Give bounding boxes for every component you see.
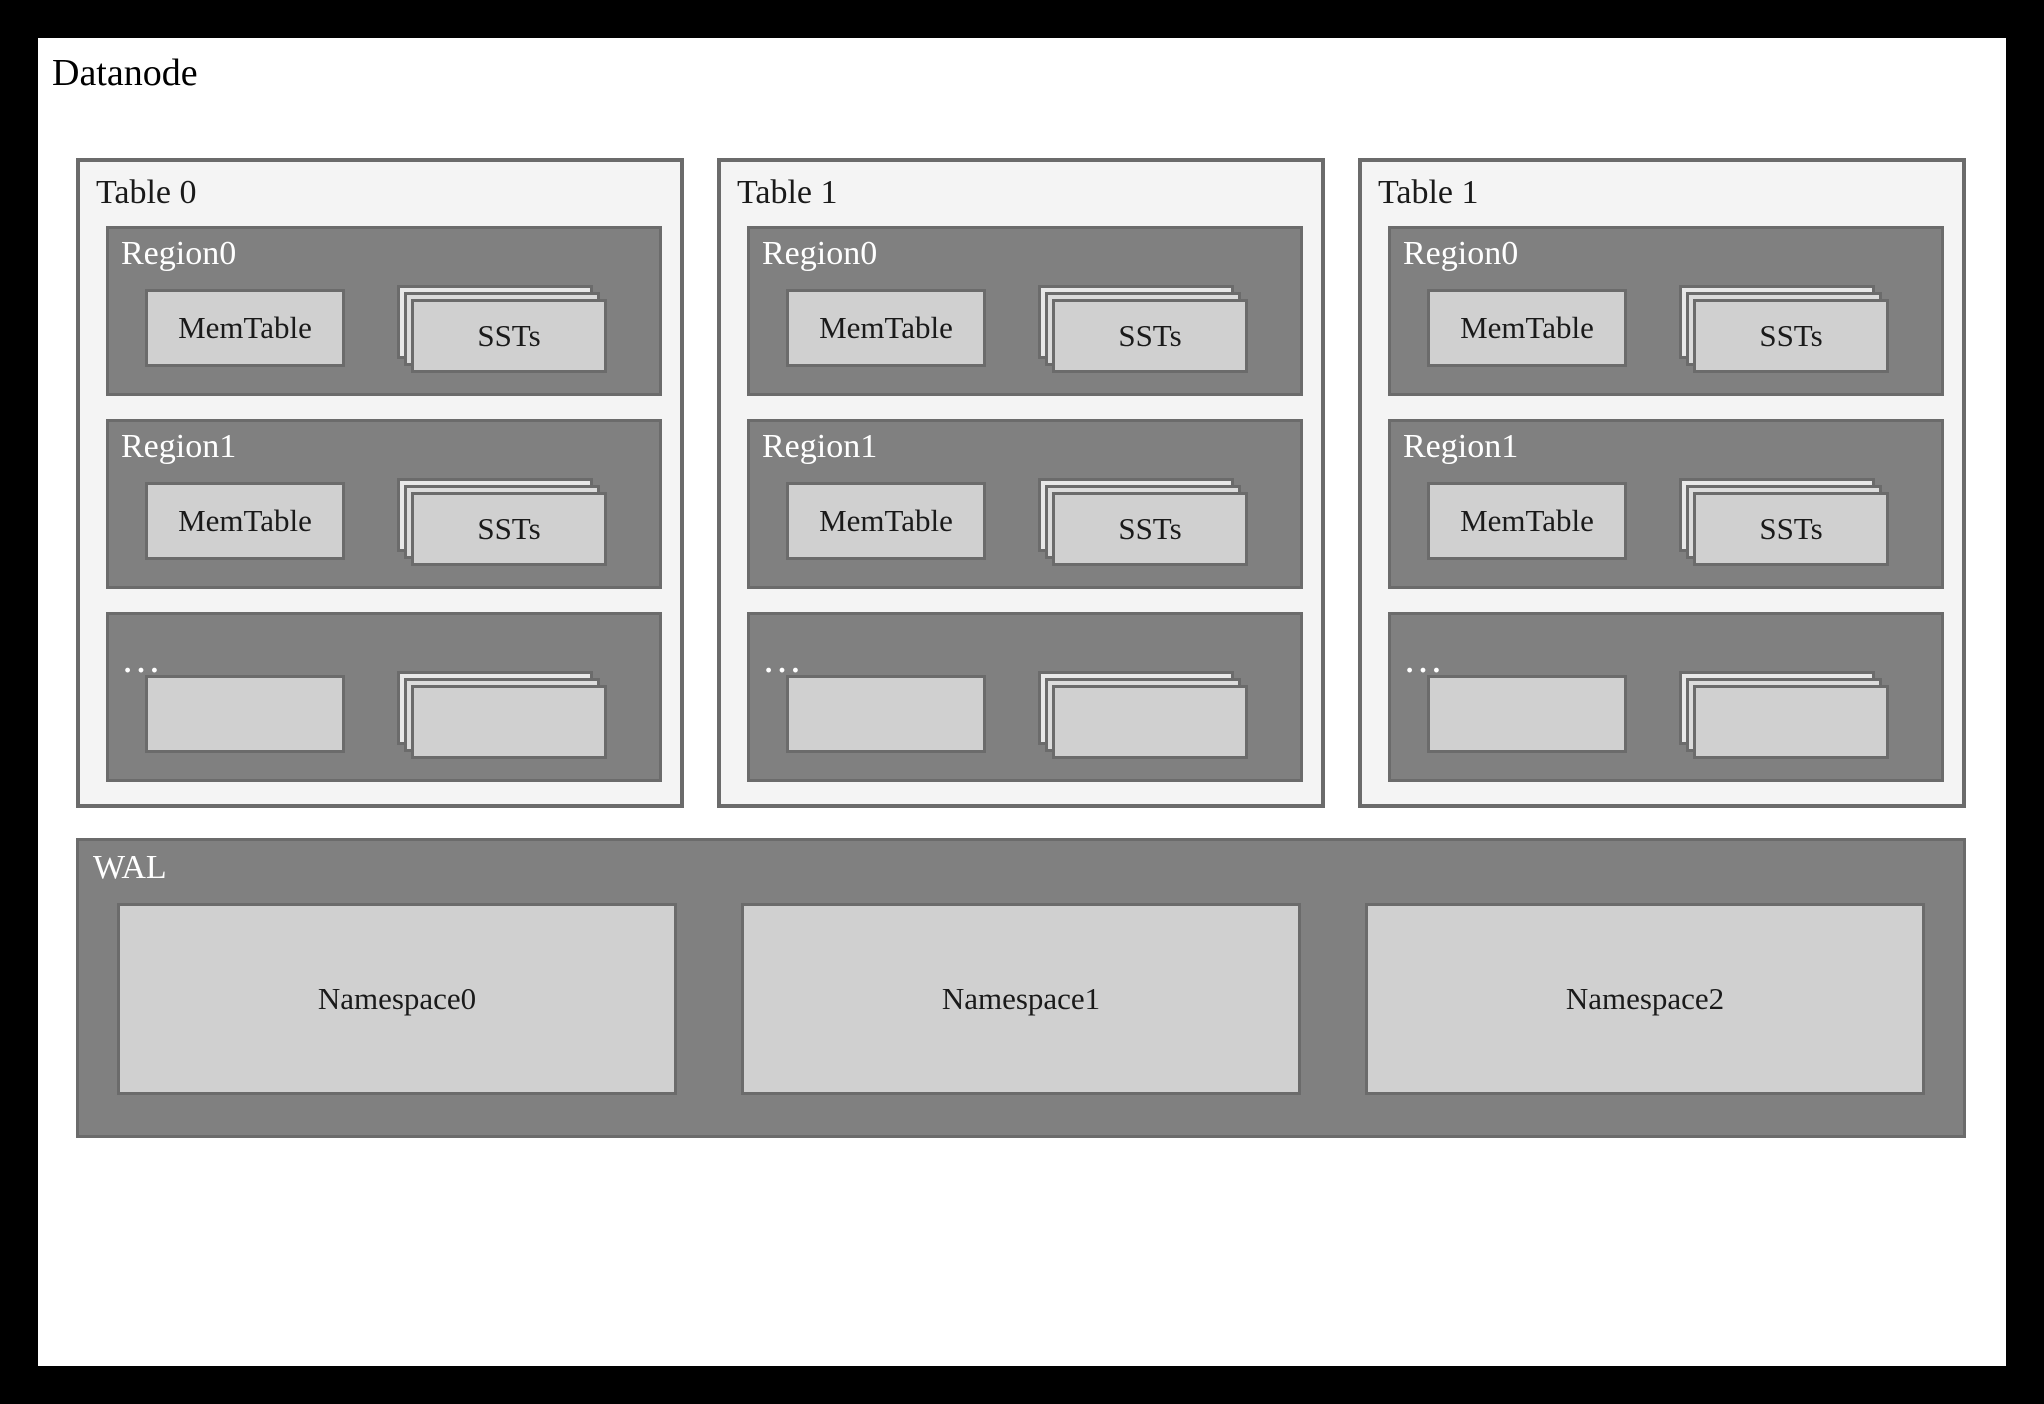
region-label: Region1 xyxy=(1403,428,1519,465)
namespace-box-0[interactable]: Namespace0 xyxy=(117,903,677,1095)
region-label: Region1 xyxy=(762,428,878,465)
region-body: MemTable SSTs xyxy=(750,285,1300,379)
memtable-box[interactable]: MemTable xyxy=(786,289,986,367)
regions-list: Region0 MemTable SSTs Region1 xyxy=(106,226,662,782)
region-body xyxy=(750,671,1300,765)
region-body: MemTable SSTs xyxy=(1391,285,1941,379)
table-label: Table 1 xyxy=(737,174,838,211)
region-body: MemTable SSTs xyxy=(750,478,1300,572)
region-label: Region0 xyxy=(762,235,878,272)
region-block[interactable]: Region0 MemTable SSTs xyxy=(106,226,662,396)
sst-sheet-front: SSTs xyxy=(1052,299,1248,373)
region-block[interactable]: Region1 MemTable SSTs xyxy=(1388,419,1944,589)
memtable-box[interactable]: MemTable xyxy=(145,289,345,367)
table-label: Table 1 xyxy=(1378,174,1479,211)
tables-row: Table 0 Region0 MemTable SSTs xyxy=(76,158,1966,808)
memtable-box[interactable]: MemTable xyxy=(786,482,986,560)
memtable-box[interactable]: MemTable xyxy=(1427,482,1627,560)
ssts-stack[interactable]: SSTs xyxy=(1679,478,1889,572)
region-block[interactable]: Region0 MemTable SSTs xyxy=(1388,226,1944,396)
ssts-stack[interactable] xyxy=(1679,671,1889,765)
table-panel-0[interactable]: Table 0 Region0 MemTable SSTs xyxy=(76,158,684,808)
region-label: Region0 xyxy=(1403,235,1519,272)
ssts-stack[interactable]: SSTs xyxy=(1679,285,1889,379)
ellipsis-icon: … xyxy=(121,636,163,681)
sst-sheet-front xyxy=(411,685,607,759)
region-body xyxy=(109,671,659,765)
memtable-box[interactable] xyxy=(786,675,986,753)
ssts-stack[interactable]: SSTs xyxy=(397,285,607,379)
page-title: Datanode xyxy=(52,52,198,94)
region-body: MemTable SSTs xyxy=(1391,478,1941,572)
region-label: Region1 xyxy=(121,428,237,465)
namespace-box-2[interactable]: Namespace2 xyxy=(1365,903,1925,1095)
datanode-container: Datanode Table 0 Region0 MemTable SSTs xyxy=(38,38,2006,1366)
table-label: Table 0 xyxy=(96,174,197,211)
sst-sheet-front xyxy=(1052,685,1248,759)
memtable-box[interactable] xyxy=(1427,675,1627,753)
region-body xyxy=(1391,671,1941,765)
regions-list: Region0 MemTable SSTs Region1 xyxy=(747,226,1303,782)
memtable-box[interactable] xyxy=(145,675,345,753)
sst-sheet-front: SSTs xyxy=(411,299,607,373)
table-panel-2[interactable]: Table 1 Region0 MemTable SSTs xyxy=(1358,158,1966,808)
memtable-box[interactable]: MemTable xyxy=(145,482,345,560)
table-panel-1[interactable]: Table 1 Region0 MemTable SSTs xyxy=(717,158,1325,808)
ssts-stack[interactable] xyxy=(397,671,607,765)
region-block[interactable]: Region1 MemTable SSTs xyxy=(747,419,1303,589)
sst-sheet-front: SSTs xyxy=(411,492,607,566)
memtable-box[interactable]: MemTable xyxy=(1427,289,1627,367)
ellipsis-icon: … xyxy=(1403,636,1445,681)
ssts-stack[interactable]: SSTs xyxy=(1038,285,1248,379)
region-body: MemTable SSTs xyxy=(109,285,659,379)
region-block[interactable]: Region1 MemTable SSTs xyxy=(106,419,662,589)
ssts-stack[interactable] xyxy=(1038,671,1248,765)
region-block-ellipsis[interactable]: … xyxy=(1388,612,1944,782)
region-block-ellipsis[interactable]: … xyxy=(747,612,1303,782)
wal-label: WAL xyxy=(93,849,167,886)
region-body: MemTable SSTs xyxy=(109,478,659,572)
ssts-stack[interactable]: SSTs xyxy=(1038,478,1248,572)
ssts-stack[interactable]: SSTs xyxy=(397,478,607,572)
sst-sheet-front: SSTs xyxy=(1693,299,1889,373)
region-label: Region0 xyxy=(121,235,237,272)
regions-list: Region0 MemTable SSTs Region1 xyxy=(1388,226,1944,782)
sst-sheet-front: SSTs xyxy=(1693,492,1889,566)
wal-container[interactable]: WAL Namespace0 Namespace1 Namespace2 xyxy=(76,838,1966,1138)
sst-sheet-front xyxy=(1693,685,1889,759)
region-block[interactable]: Region0 MemTable SSTs xyxy=(747,226,1303,396)
ellipsis-icon: … xyxy=(762,636,804,681)
namespace-box-1[interactable]: Namespace1 xyxy=(741,903,1301,1095)
region-block-ellipsis[interactable]: … xyxy=(106,612,662,782)
namespaces-row: Namespace0 Namespace1 Namespace2 xyxy=(117,903,1925,1095)
sst-sheet-front: SSTs xyxy=(1052,492,1248,566)
